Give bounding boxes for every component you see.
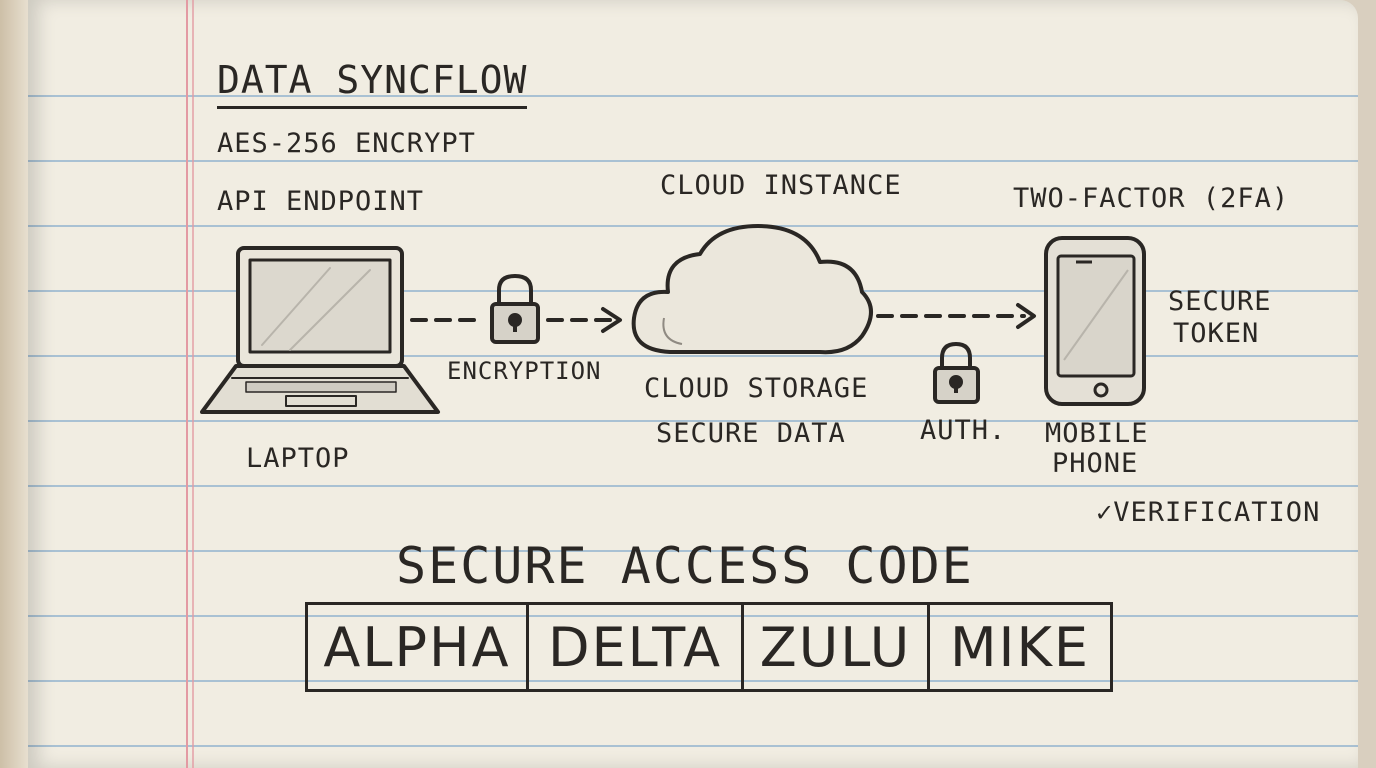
secure-data-label: SECURE DATA bbox=[656, 418, 846, 449]
phone-icon bbox=[1044, 236, 1146, 406]
notebook-binding-edge bbox=[0, 0, 28, 768]
access-code-table: ALPHA DELTA ZULU MIKE bbox=[305, 602, 1113, 692]
verification-label: ✓VERIFICATION bbox=[1096, 497, 1321, 528]
aes-label: AES-256 ENCRYPT bbox=[217, 128, 476, 159]
encryption-label: ENCRYPTION bbox=[447, 357, 602, 385]
secure-access-code-title: SECURE ACCESS CODE bbox=[396, 537, 974, 595]
margin-line bbox=[186, 0, 188, 768]
code-cell: DELTA bbox=[529, 605, 744, 689]
code-cell: MIKE bbox=[949, 615, 1091, 679]
arrow-lock-to-cloud bbox=[546, 307, 622, 333]
two-factor-label: TWO-FACTOR (2FA) bbox=[1013, 183, 1290, 214]
secure-label: SECURE bbox=[1168, 286, 1272, 317]
laptop-icon bbox=[200, 246, 440, 414]
laptop-label: LAPTOP bbox=[246, 443, 350, 474]
cloud-storage-label: CLOUD STORAGE bbox=[644, 373, 869, 404]
arrow-cloud-to-phone bbox=[876, 303, 1036, 329]
auth-label: AUTH. bbox=[920, 415, 1007, 446]
mobile-label: MOBILE bbox=[1045, 418, 1149, 449]
lock-icon bbox=[490, 274, 540, 344]
lock-icon bbox=[933, 342, 980, 404]
token-label: TOKEN bbox=[1173, 318, 1260, 349]
phone-label: PHONE bbox=[1052, 448, 1139, 479]
code-cell: ZULU bbox=[744, 605, 930, 689]
cloud-icon bbox=[631, 224, 873, 355]
margin-line-secondary bbox=[192, 0, 194, 768]
api-endpoint-label: API ENDPOINT bbox=[217, 186, 425, 217]
page-title: DATA SYNCFLOW bbox=[217, 58, 528, 109]
code-cell: ALPHA bbox=[308, 605, 529, 689]
cloud-instance-label: CLOUD INSTANCE bbox=[660, 170, 902, 201]
